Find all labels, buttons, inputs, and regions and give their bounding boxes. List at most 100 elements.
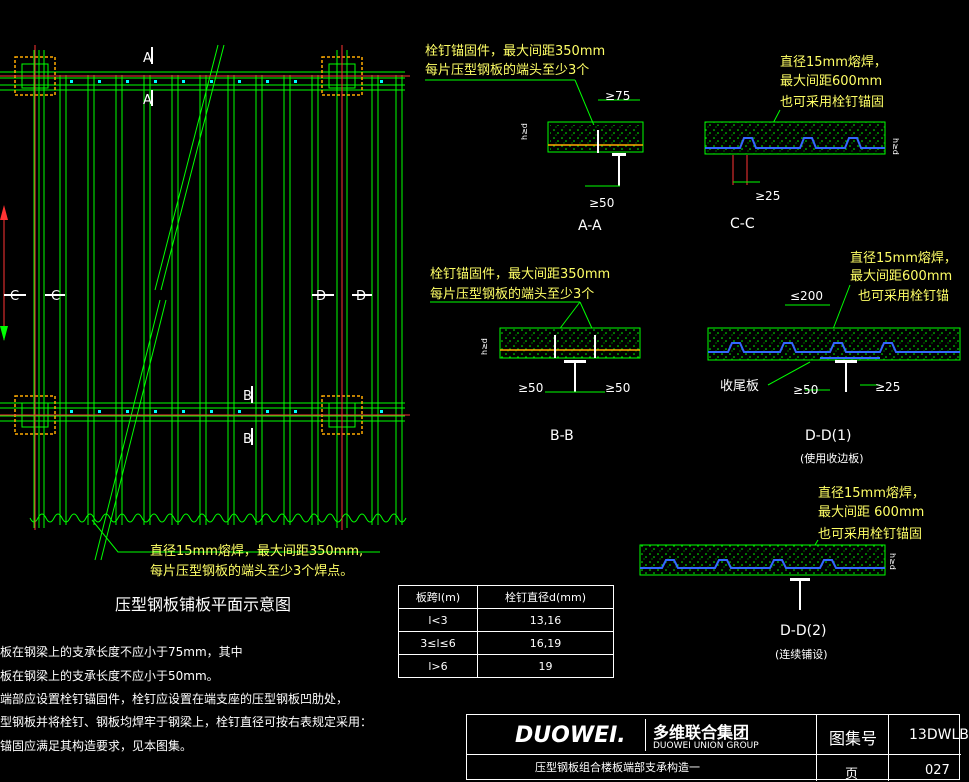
svg-text:C: C bbox=[10, 289, 19, 304]
svg-text:B: B bbox=[243, 432, 252, 447]
svg-text:h≥d: h≥d bbox=[480, 338, 489, 355]
weld-points bbox=[70, 80, 383, 413]
cc-note-2: 最大间距600mm bbox=[780, 74, 882, 89]
table-cell: 19 bbox=[477, 654, 614, 678]
table-cell: 13,16 bbox=[477, 608, 614, 632]
section-dd2: 直径15mm熔焊， 最大间距 600mm 也可采用栓钉锚固 h≥d D-D(2)… bbox=[639, 485, 925, 661]
axis-lines bbox=[0, 45, 410, 530]
break-line-lower bbox=[94, 299, 161, 561]
table-row: l<3 13,16 bbox=[398, 608, 614, 632]
dd1-subtitle: (使用收边板) bbox=[800, 451, 864, 465]
company-name-en: DUOWEI UNION GROUP bbox=[653, 741, 759, 751]
drawing-title: 压型钢板组合楼板端部支承构造一 bbox=[535, 761, 700, 774]
aa-note-2: 每片压型钢板的端头至少3个 bbox=[425, 62, 589, 78]
dd1-note-2: 最大间距600mm bbox=[850, 269, 952, 284]
break-line-upper-2 bbox=[160, 44, 225, 291]
note-line: 锚固应满足其构造要求，见本图集。 bbox=[0, 739, 193, 753]
table-header: 板跨l(m) bbox=[398, 585, 478, 609]
svg-text:A: A bbox=[143, 51, 152, 66]
plan-weld-note-2: 每片压型钢板的端头至少3个焊点。 bbox=[150, 563, 353, 579]
company-logo: DUOWEI. bbox=[515, 723, 626, 748]
aa-note-1: 栓钉锚固件，最大间距350mm bbox=[425, 44, 605, 59]
dd1-title: D-D(1) bbox=[805, 428, 851, 444]
logo-cell: DUOWEI. 多维联合集团 DUOWEI UNION GROUP bbox=[467, 715, 817, 755]
note-line: 端部应设置栓钉锚固件，栓钉应设置在端支座的压型钢板凹肋处， bbox=[0, 692, 349, 706]
table-header-row: 板跨l(m) 栓钉直径d(mm) bbox=[398, 585, 614, 609]
section-aa: 栓钉锚固件，最大间距350mm 每片压型钢板的端头至少3个 ≥75 ≥50 h≥… bbox=[425, 44, 644, 234]
dd1-note-1: 直径15mm熔焊， bbox=[850, 250, 957, 266]
plan-view: A A B B C C D D 直径15mm熔焊，最大间距350mm, 每片压型… bbox=[0, 44, 410, 614]
svg-text:D: D bbox=[356, 289, 366, 304]
svg-text:C: C bbox=[51, 289, 60, 304]
svg-text:B: B bbox=[243, 389, 252, 404]
table-cell: l>6 bbox=[398, 654, 478, 678]
arrow-down-icon bbox=[0, 326, 8, 341]
cc-dim-bottom: ≥25 bbox=[755, 189, 780, 203]
bb-title: B-B bbox=[550, 428, 574, 444]
section-marks: A A B B C C D D bbox=[4, 47, 372, 447]
break-line-lower-2 bbox=[100, 299, 167, 561]
dd1-dim-bottom-left: ≥50 bbox=[793, 383, 818, 397]
note-line: 型钢板并将栓钉、钢板均焊牢于钢梁上，栓钉直径可按右表规定采用： bbox=[0, 715, 373, 729]
aa-dim-top: ≥75 bbox=[605, 89, 630, 103]
cc-note-3: 也可采用栓钉锚固 bbox=[780, 95, 884, 110]
aa-title: A-A bbox=[578, 218, 602, 234]
dd1-trim-label: 收尾板 bbox=[720, 379, 759, 394]
note-line: 板在钢梁上的支承长度不应小于75mm，其中 bbox=[0, 645, 243, 659]
note-line: 板在钢梁上的支承长度不应小于50mm。 bbox=[0, 669, 219, 683]
section-bb: 栓钉锚固件，最大间距350mm 每片压型钢板的端头至少3个 ≥50 ≥50 h≥… bbox=[430, 267, 641, 444]
bb-dim-left: ≥50 bbox=[518, 381, 543, 395]
company-name-cn: 多维联合集团 bbox=[653, 723, 750, 742]
dd2-note-3: 也可采用栓钉锚固 bbox=[818, 527, 922, 542]
plan-title: 压型钢板铺板平面示意图 bbox=[115, 595, 291, 614]
title-block: DUOWEI. 多维联合集团 DUOWEI UNION GROUP 压型钢板组合… bbox=[466, 714, 969, 782]
dd1-deck-profile bbox=[708, 342, 960, 353]
bb-slab bbox=[499, 327, 641, 359]
bb-dim-right: ≥50 bbox=[605, 381, 630, 395]
table-header: 栓钉直径d(mm) bbox=[477, 585, 614, 609]
table-cell: l<3 bbox=[398, 608, 478, 632]
table-cell: 3≤l≤6 bbox=[398, 631, 478, 655]
cc-deck-profile bbox=[705, 137, 885, 149]
break-line-upper bbox=[154, 44, 219, 291]
plan-weld-note-1: 直径15mm熔焊，最大间距350mm, bbox=[150, 543, 363, 559]
atlas-label: 图集号 bbox=[829, 729, 878, 748]
page-label: 页 bbox=[845, 767, 859, 782]
section-dd1: 直径15mm熔焊， 最大间距600mm 也可采用栓钉锚 ≤200 收尾板 ≥50… bbox=[707, 250, 961, 465]
bb-note-1: 栓钉锚固件，最大间距350mm bbox=[430, 267, 610, 282]
svg-text:h≥d: h≥d bbox=[520, 123, 529, 140]
stud-diameter-table: 板跨l(m) 栓钉直径d(mm) l<3 13,16 3≤l≤6 16,19 l… bbox=[398, 585, 614, 678]
arrow-up-icon bbox=[0, 205, 8, 220]
section-cc: 直径15mm熔焊， 最大间距600mm 也可采用栓钉锚固 ≥25 h≥d C-C bbox=[704, 54, 900, 232]
dd2-title: D-D(2) bbox=[780, 623, 826, 639]
svg-text:h≥d: h≥d bbox=[888, 553, 897, 570]
svg-text:A: A bbox=[143, 93, 152, 108]
aa-dim-bottom: ≥50 bbox=[589, 196, 614, 210]
table-row: 3≤l≤6 16,19 bbox=[398, 631, 614, 655]
table-cell: 16,19 bbox=[477, 631, 614, 655]
aa-slab bbox=[547, 121, 644, 153]
dd1-dim-bottom-right: ≥25 bbox=[875, 380, 900, 394]
cc-note-1: 直径15mm熔焊， bbox=[780, 54, 887, 70]
dd1-dim-top: ≤200 bbox=[790, 289, 823, 303]
table-row: l>6 19 bbox=[398, 654, 614, 678]
svg-text:h≥d: h≥d bbox=[891, 138, 900, 155]
page-number: 027 bbox=[925, 763, 950, 778]
steel-beams bbox=[0, 50, 405, 528]
atlas-number: 13DWLB bbox=[909, 727, 969, 743]
deck-ribs bbox=[59, 75, 403, 525]
weld-note-leader bbox=[91, 519, 380, 553]
dd2-note-1: 直径15mm熔焊， bbox=[818, 485, 925, 501]
bb-note-2: 每片压型钢板的端头至少3个 bbox=[430, 286, 594, 302]
aa-concrete bbox=[550, 125, 640, 150]
cc-title: C-C bbox=[730, 216, 755, 232]
dd2-note-2: 最大间距 600mm bbox=[818, 505, 924, 520]
dd2-slab bbox=[639, 544, 886, 576]
dd2-deck-profile bbox=[640, 559, 885, 569]
dd1-note-3: 也可采用栓钉锚 bbox=[858, 289, 949, 304]
dd2-subtitle: (连续铺设) bbox=[775, 647, 828, 661]
deck-break-line bbox=[29, 513, 407, 523]
column-plates bbox=[21, 63, 356, 428]
columns bbox=[14, 56, 363, 435]
